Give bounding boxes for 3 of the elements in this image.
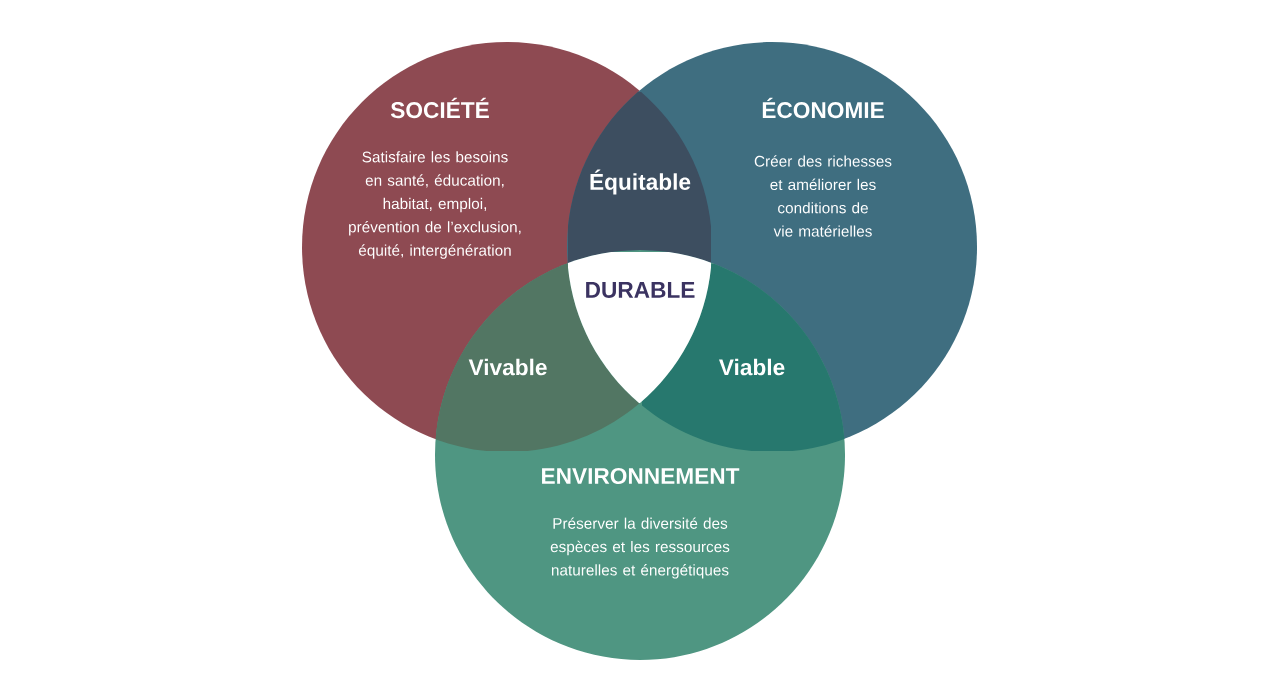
- overlap-region: Viable: [719, 358, 785, 376]
- overlap-region: [568, 252, 711, 403]
- overlap-region: DURABLE: [586, 282, 695, 298]
